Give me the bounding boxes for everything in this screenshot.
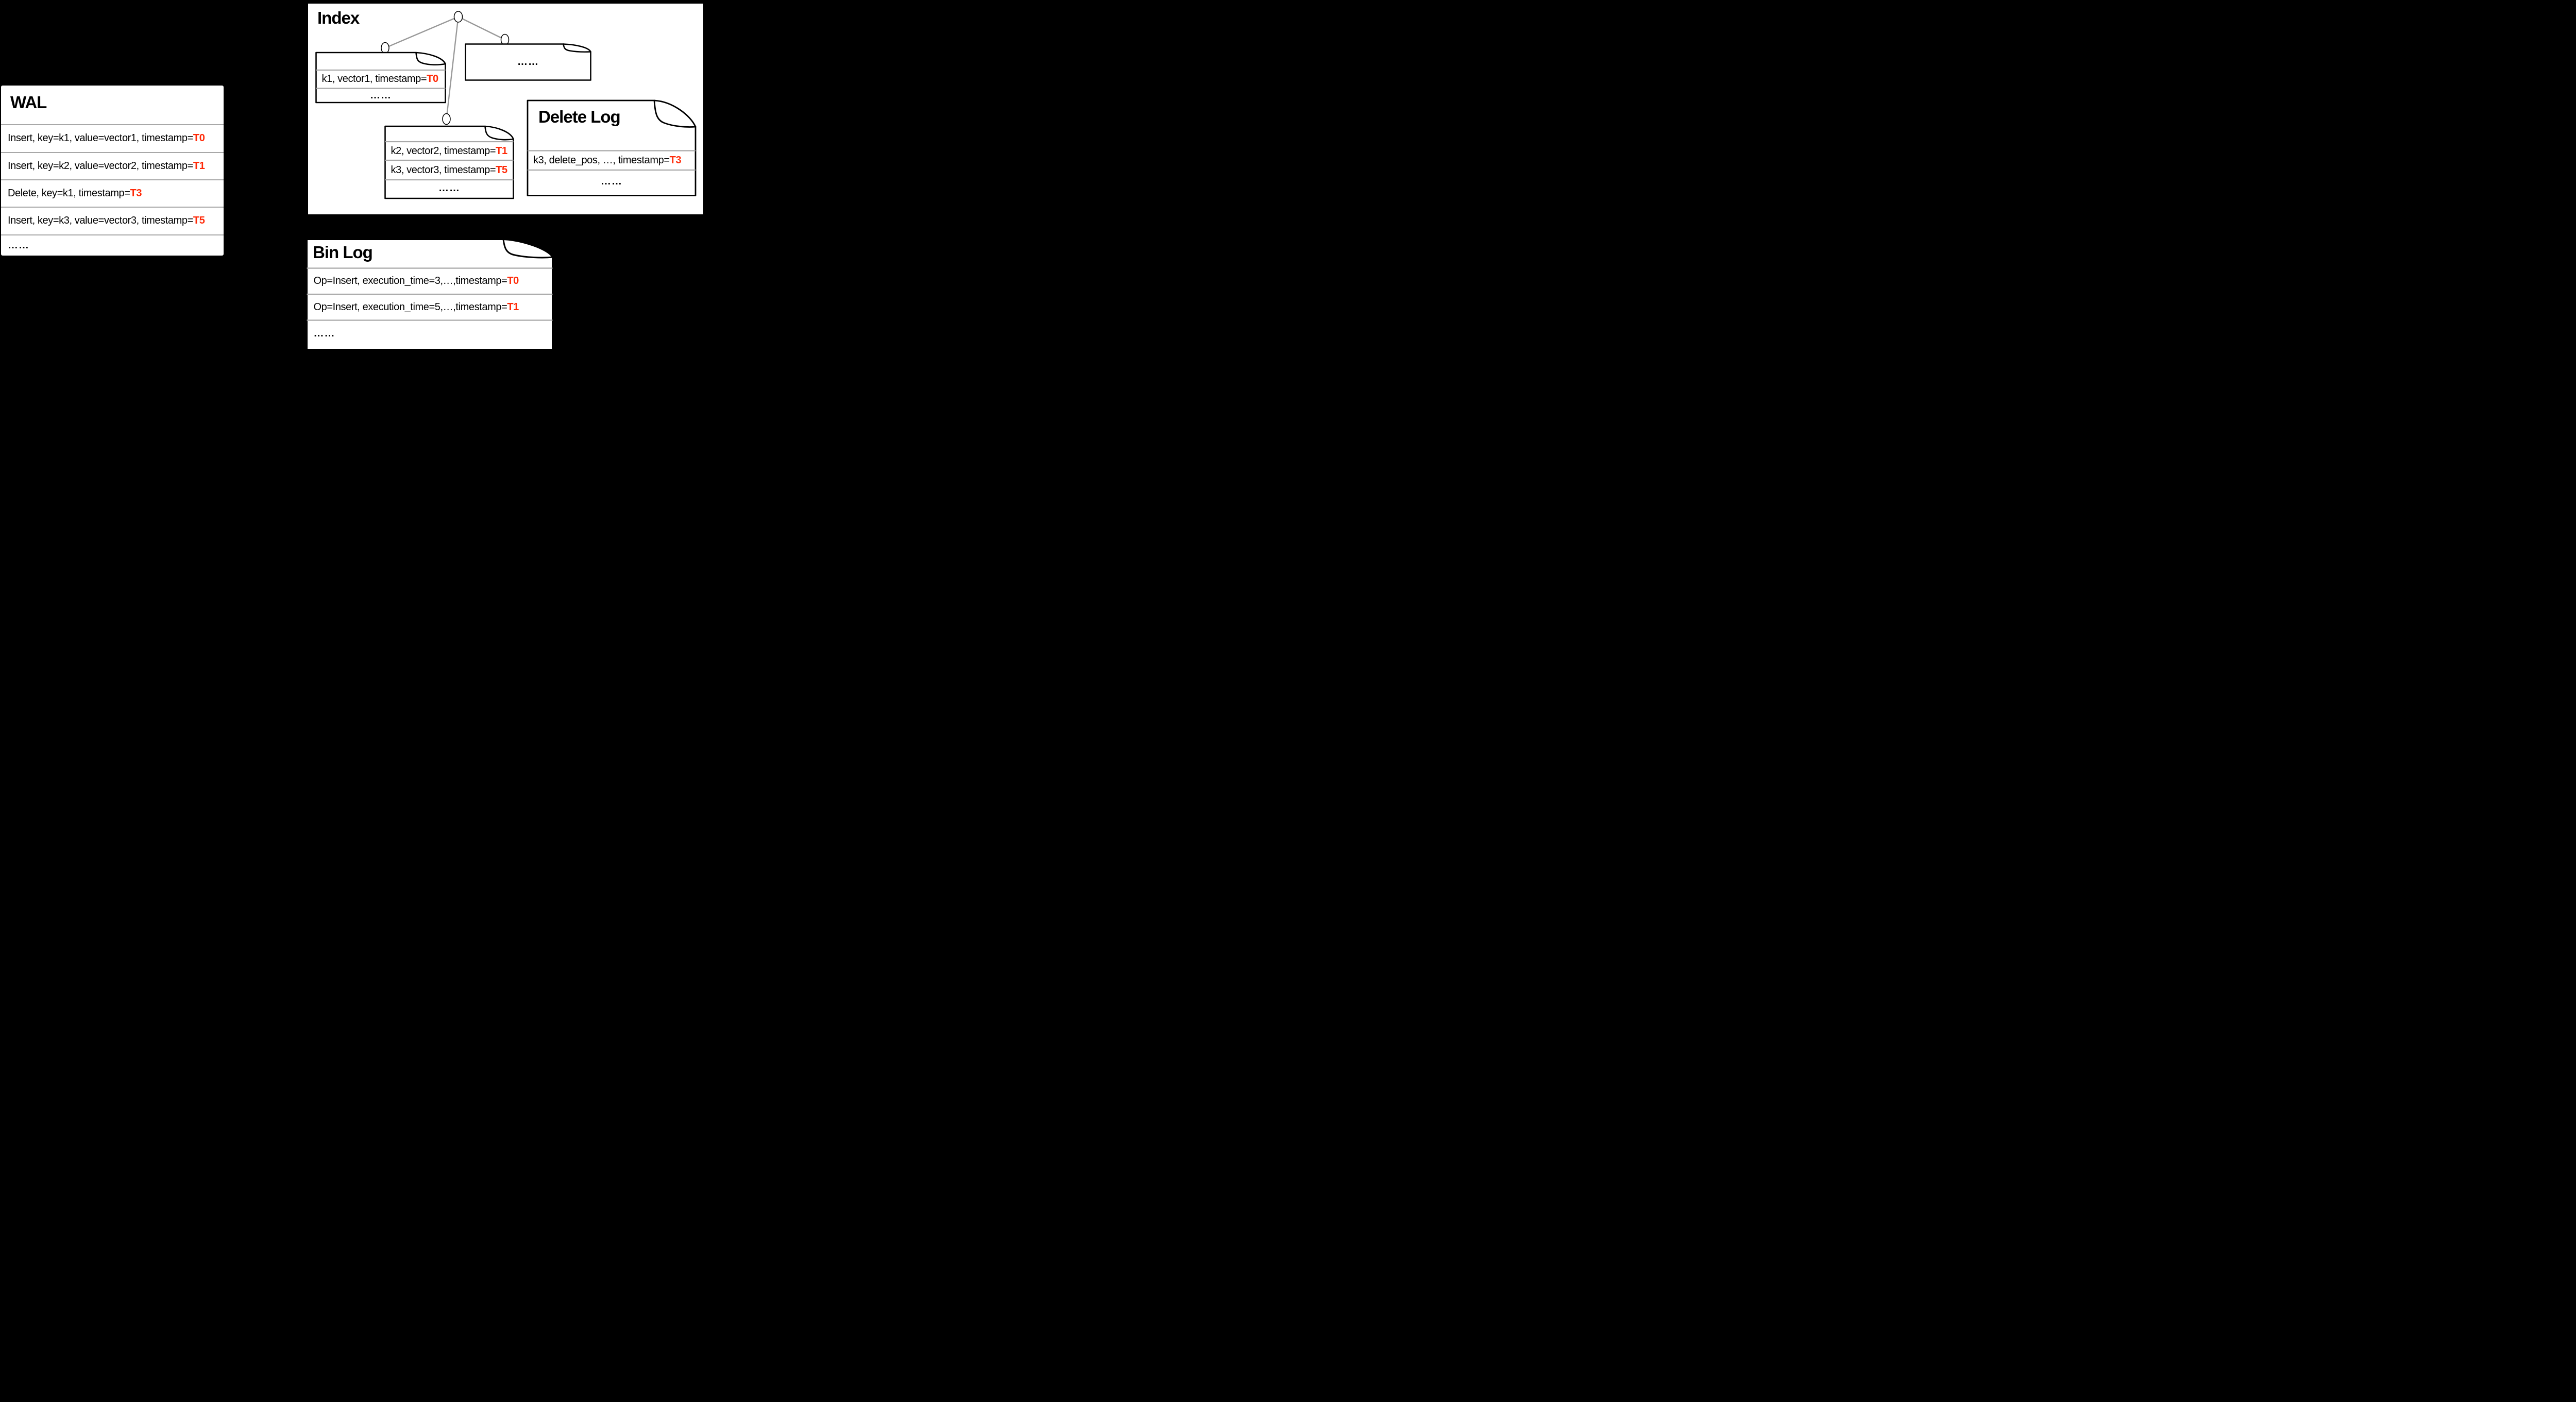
segment3-ellipsis-row: …… [517,56,539,67]
wal-row-delete-k1: Delete, key=k1, timestamp=T3 [1,179,224,207]
delete-log-row-text: k3, delete_pos, …, timestamp= [533,154,670,166]
root-node-icon [453,11,463,23]
binlog-row-t0: Op=Insert, execution_time=3,…,timestamp=… [307,268,553,295]
binlog-doc-fold-corner-icon [502,239,553,259]
edge-root-to-right-node [457,16,505,41]
binlog-doc-svg [306,239,553,350]
timestamp-t1: T1 [507,301,519,313]
tree-edges [385,16,505,120]
diagram-canvas: WAL Insert, key=k1, value=vector1, times… [0,0,704,350]
tree-nodes [381,11,510,125]
segment1-ellipsis-row: …… [370,89,392,101]
binlog-doc-icon [306,239,553,350]
edge-root-to-middle-node [446,16,459,120]
delete-log-ellipsis-row: …… [601,175,622,187]
index-title: Index [317,8,360,27]
segment2-ellipsis-row: …… [438,182,460,194]
wal-ellipsis-row: …… [1,234,224,256]
binlog-ellipsis-row: …… [313,328,335,339]
timestamp-t3: T3 [130,188,142,199]
timestamp-t5: T5 [193,215,205,227]
wal-row-text: Insert, key=k2, value=vector2, timestamp… [8,160,193,172]
index-box: Index k1, vector1, timestamp=T0 …… …… k2… [308,4,703,214]
segment1-row-text: k1, vector1, timestamp= [321,73,427,85]
wal-row-text: Insert, key=k3, value=vector3, timestamp… [8,215,193,227]
wal-row-text: Delete, key=k1, timestamp= [8,188,130,199]
timestamp-t0: T0 [193,132,205,144]
wal-title: WAL [10,93,47,112]
timestamp-t3: T3 [669,154,682,166]
segment2-row-text: k3, vector3, timestamp= [391,164,496,176]
middle-child-node-icon [442,113,451,125]
delete-log-title: Delete Log [538,107,621,126]
left-child-node-icon [381,42,389,54]
segment2-row-k3: k3, vector3, timestamp=T5 [385,160,514,180]
index-tree-svg [315,11,697,199]
segment2-doc-fold-corner-icon [484,125,514,141]
wal-row-insert-k1: Insert, key=k1, value=vector1, timestamp… [1,124,224,151]
wal-row-insert-k3: Insert, key=k3, value=vector3, timestamp… [1,207,224,234]
timestamp-t1: T1 [193,160,205,172]
delete-log-row-k3: k3, delete_pos, …, timestamp=T3 [528,151,696,171]
segment2-doc-icon [384,125,514,199]
segment2-row-text: k2, vector2, timestamp= [391,145,496,157]
timestamp-t0: T0 [427,73,438,85]
segment3-doc-icon [465,43,591,81]
wal-box: WAL Insert, key=k1, value=vector1, times… [1,86,224,256]
edge-root-to-left-node [385,16,459,49]
timestamp-t1: T1 [496,145,507,157]
segment1-doc-icon [315,52,446,104]
segment3-doc-fold-corner-icon [563,43,591,53]
binlog-title: Bin Log [313,243,373,262]
segment2-row-k2: k2, vector2, timestamp=T1 [385,142,514,160]
binlog-row-text: Op=Insert, execution_time=5,…,timestamp= [313,301,507,313]
wal-title-section: WAL [1,86,224,124]
wal-row-insert-k2: Insert, key=k2, value=vector2, timestamp… [1,151,224,179]
segment1-row-k1: k1, vector1, timestamp=T0 [316,70,446,89]
timestamp-t0: T0 [507,275,519,287]
binlog-row-t1: Op=Insert, execution_time=5,…,timestamp=… [307,294,553,320]
delete-log-doc-fold-corner-icon [653,99,697,128]
wal-row-text: Insert, key=k1, value=vector1, timestamp… [8,132,193,144]
segment1-doc-fold-corner-icon [415,52,446,65]
delete-log-doc-icon [527,99,697,196]
binlog-doc: Bin Log Op=Insert, execution_time=3,…,ti… [306,239,554,350]
timestamp-t5: T5 [496,164,507,176]
binlog-row-text: Op=Insert, execution_time=3,…,timestamp= [313,275,507,287]
